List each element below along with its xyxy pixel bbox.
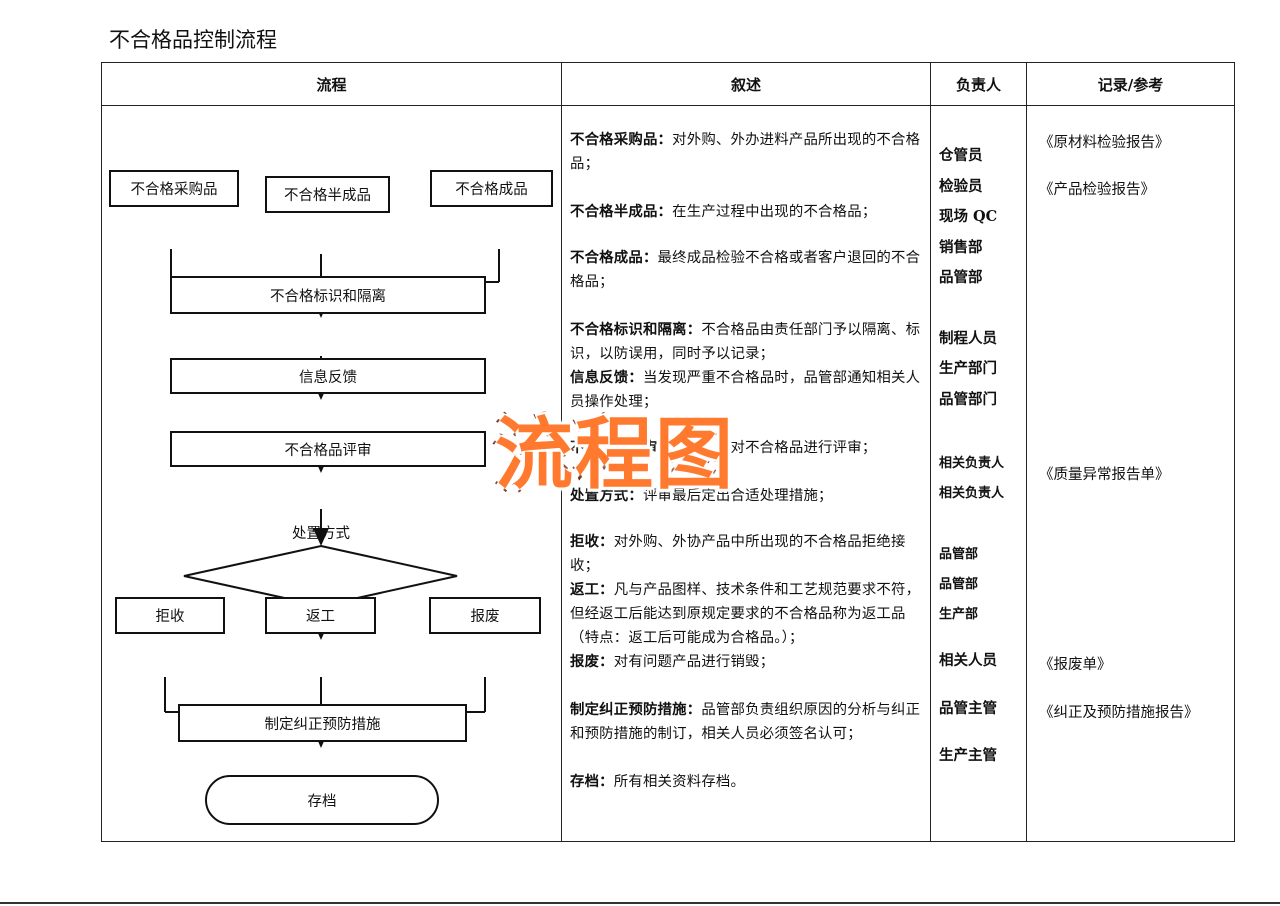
node-corrective: 制定纠正预防措施 (178, 704, 467, 742)
node-archive: 存档 (205, 775, 439, 825)
desc-item: 不合格半成品：在生产过程中出现的不合格品； (570, 203, 877, 220)
responsible-item: 生产部门 (939, 360, 997, 377)
desc-item: 处置方式：评审最后定出合适处理措施； (570, 487, 833, 504)
desc-item: 不合格标识和隔离：不合格品由责任部门予以隔离、标识，以防误用，同时予以记录； (570, 321, 921, 362)
node-feedback: 信息反馈 (170, 358, 486, 394)
record-item: 《纠正及预防措施报告》 (1039, 705, 1199, 721)
responsible-cell: 仓管员 检验员 现场 QC 销售部 品管部 制程人员 生产部门 品管部门 相关负… (930, 105, 1027, 842)
responsible-item: 品管部 (939, 577, 979, 592)
content-row: 不合格采购品 不合格半成品 不合格成品 不合格标识和隔离 信息反馈 不合格品评审… (101, 105, 1235, 842)
desc-item: 存档：所有相关资料存档。 (570, 773, 746, 790)
record-item: 《质量异常报告单》 (1039, 467, 1170, 483)
header-description: 叙述 (561, 62, 931, 106)
header-records: 记录/参考 (1026, 62, 1235, 106)
responsible-item: 销售部 (939, 239, 983, 256)
desc-item: 返工：凡与产品图样、技术条件和工艺规范要求不符，但经返工后能达到原规定要求的不合… (570, 581, 921, 646)
desc-item: 拒收：对外购、外协产品中所出现的不合格品拒绝接收； (570, 533, 906, 574)
desc-item: 信息反馈：当发现严重不合格品时，品管部通知相关人员操作处理； (570, 369, 921, 410)
process-table: 流程 叙述 负责人 记录/参考 (101, 62, 1235, 842)
desc-item: 不合格品评审：相关人员对不合格品进行评审； (570, 439, 877, 456)
desc-item: 报废：对有问题产品进行销毁； (570, 653, 775, 670)
node-purchased: 不合格采购品 (109, 170, 239, 207)
responsible-item: 相关负责人 (939, 486, 1005, 501)
record-item: 《报废单》 (1039, 657, 1112, 673)
node-semi-finished: 不合格半成品 (265, 176, 390, 213)
record-item: 《产品检验报告》 (1039, 182, 1155, 198)
node-scrap: 报废 (429, 597, 541, 634)
responsible-item: 生产主管 (939, 747, 997, 764)
flowchart-cell: 不合格采购品 不合格半成品 不合格成品 不合格标识和隔离 信息反馈 不合格品评审… (101, 105, 562, 842)
node-rework: 返工 (265, 597, 376, 634)
document-title: 不合格品控制流程 (109, 28, 277, 52)
header-responsible: 负责人 (930, 62, 1027, 106)
responsible-item: 制程人员 (939, 330, 997, 347)
records-cell: 《原材料检验报告》 《产品检验报告》 《质量异常报告单》 《报废单》 《纠正及预… (1026, 105, 1235, 842)
responsible-item: 生产部 (939, 607, 979, 622)
responsible-item: 品管部 (939, 269, 983, 286)
flowchart-overlay-label: 流程图 (492, 408, 736, 503)
node-identify: 不合格标识和隔离 (170, 276, 486, 314)
responsible-item: 品管主管 (939, 700, 997, 717)
responsible-item: 相关人员 (939, 652, 997, 669)
desc-item: 制定纠正预防措施：品管部负责组织原因的分析与纠正和预防措施的制订，相关人员必须签… (570, 701, 921, 742)
record-item: 《原材料检验报告》 (1039, 135, 1170, 151)
responsible-item: 品管部 (939, 547, 979, 562)
page-bottom-divider (0, 902, 1280, 904)
header-row: 流程 叙述 负责人 记录/参考 (101, 62, 1235, 106)
desc-item: 不合格采购品：对外购、外办进料产品所出现的不合格品； (570, 131, 921, 172)
node-disposal: 处置方式 (292, 526, 350, 542)
header-flow: 流程 (101, 62, 562, 106)
responsible-item: 仓管员 (939, 147, 983, 164)
node-review: 不合格品评审 (170, 431, 486, 467)
description-cell: 不合格采购品：对外购、外办进料产品所出现的不合格品； 不合格半成品：在生产过程中… (561, 105, 931, 842)
responsible-item: 现场 QC (939, 208, 998, 225)
node-finished: 不合格成品 (430, 170, 553, 207)
responsible-item: 品管部门 (939, 391, 997, 408)
node-reject: 拒收 (115, 597, 225, 634)
responsible-item: 相关负责人 (939, 456, 1005, 471)
desc-item: 不合格成品：最终成品检验不合格或者客户退回的不合格品； (570, 249, 921, 290)
responsible-item: 检验员 (939, 178, 983, 195)
